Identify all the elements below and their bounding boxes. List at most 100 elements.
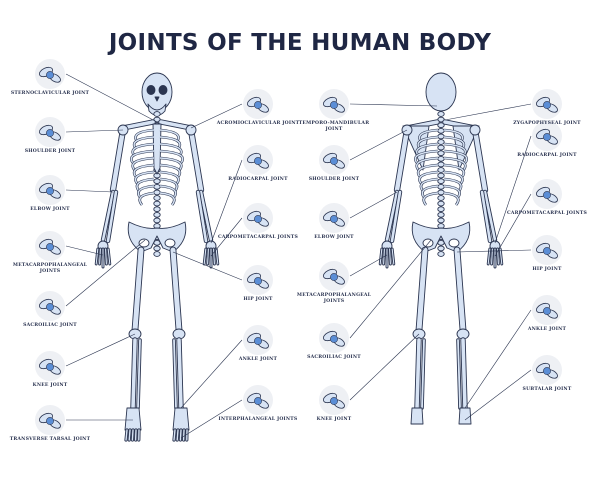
vertebra (437, 150, 445, 157)
toe (172, 428, 177, 442)
knee-joint-icon (35, 351, 65, 381)
humerus-right (187, 126, 205, 194)
label-acromioclavicular: ACROMIOCLAVICULAR JOINT (216, 121, 300, 126)
label-sacroiliac: SACROILIAC JOINT (23, 323, 77, 328)
label-radiocarpal: RADIOCARPAL JOINT (228, 177, 288, 182)
heel-left (410, 407, 424, 425)
vertebra (437, 122, 445, 129)
ulna-left (389, 189, 403, 244)
leader-line-metacarpophalangeal-back (349, 254, 388, 277)
scapula-right (452, 125, 480, 171)
shoulder-joint-icon (319, 145, 349, 175)
vertebra (437, 195, 445, 201)
leader-line-shoulder-back (349, 129, 408, 161)
vertebra-joint-icon (532, 89, 562, 119)
finger (388, 247, 392, 266)
label-carpometacarpal: CARPOMETACARPAL JOINTS (217, 235, 299, 240)
leader-line-carpometacarpal (210, 217, 243, 257)
leader-line-hip (172, 251, 243, 281)
finger (104, 247, 108, 266)
radius-right (482, 189, 498, 243)
vertebra (437, 155, 445, 162)
foot-right (172, 407, 190, 431)
finger (486, 247, 492, 266)
nasal-cavity (154, 96, 160, 102)
hand-joint-icon (532, 179, 562, 209)
label-hip: HIP JOINT (243, 297, 273, 302)
leader-line-zygapophyseal (444, 103, 532, 121)
fibula-right (172, 338, 178, 410)
tibia-right (176, 337, 184, 411)
jaw (147, 103, 167, 116)
leader-line-sacroiliac (65, 239, 146, 307)
vertebra (153, 211, 161, 218)
leader-line-ankle-back (464, 309, 532, 409)
leader-line-knee-back (349, 333, 420, 401)
femur-right (453, 246, 467, 334)
toe (124, 428, 129, 442)
label-temporo-mandibular: TEMPORO-MANDIBULAR JOINT (298, 121, 370, 132)
vertebra (437, 167, 445, 173)
shoulder-head-right (185, 124, 197, 136)
finger (106, 247, 112, 266)
vertebra (437, 183, 445, 190)
label-sacroiliac-back: SACROILIAC JOINT (307, 355, 361, 360)
hip-joint-icon (243, 265, 273, 295)
sternoclavicular-joint-icon (35, 59, 65, 89)
leader-line-radiocarpal (210, 159, 243, 244)
tarsal-joint-icon (35, 405, 65, 435)
leader-line-shoulder (65, 129, 124, 133)
leader-line-ankle (180, 339, 243, 409)
vertebra (437, 206, 445, 213)
clavicle-right (158, 119, 194, 131)
vertebra (153, 178, 161, 185)
femur-left (415, 246, 429, 334)
scapula-left (402, 125, 430, 171)
obturator-right (448, 238, 460, 248)
vertebra (437, 111, 445, 117)
radius-left (100, 189, 116, 243)
femur-left (131, 246, 145, 334)
vertebra (153, 183, 161, 190)
femur-right (169, 246, 183, 334)
leader-line-acromioclavicular (190, 103, 243, 129)
vertebra (437, 217, 445, 224)
leader-line-metacarpophalangeal (65, 245, 104, 256)
hand-joint-icon (319, 261, 349, 291)
leader-line-carpometacarpal-back (494, 193, 532, 257)
wrist-joint-icon (243, 145, 273, 175)
finger (498, 247, 504, 266)
knee-joint-icon (319, 385, 349, 415)
acromioclavicular-joint-icon (243, 89, 273, 119)
shoulder-joint-icon (35, 117, 65, 147)
obturator-right (164, 238, 176, 248)
vertebra (437, 161, 445, 168)
vertebra (437, 127, 445, 134)
fibula-left (136, 338, 142, 410)
humerus-left (393, 126, 411, 194)
page-title: JOINTS OF THE HUMAN BODY (108, 30, 492, 56)
vertebra (153, 200, 161, 207)
label-zygapophyseal: ZYGAPOPHYSEAL JOINT (513, 121, 581, 126)
label-shoulder-back: SHOULDER JOINT (308, 177, 360, 182)
label-shoulder: SHOULDER JOINT (24, 149, 76, 154)
sacroiliac-joint-icon (35, 291, 65, 321)
label-ankle: ANKLE JOINT (238, 357, 278, 362)
elbow-joint-icon (319, 203, 349, 233)
vertebra (437, 133, 445, 140)
vertebra (437, 178, 445, 185)
vertebra (437, 139, 445, 145)
finger (378, 247, 384, 266)
clavicle-left (120, 119, 156, 131)
finger (202, 247, 208, 266)
vertebra (153, 195, 161, 201)
ankle-joint-icon (532, 295, 562, 325)
leader-line-elbow-back (349, 191, 398, 219)
label-elbow-back: ELBOW JOINT (314, 235, 354, 240)
radius-left (384, 189, 400, 243)
finger (490, 247, 494, 266)
label-elbow: ELBOW JOINT (30, 207, 70, 212)
foot-left (124, 407, 142, 431)
ankle-joint-icon (243, 325, 273, 355)
